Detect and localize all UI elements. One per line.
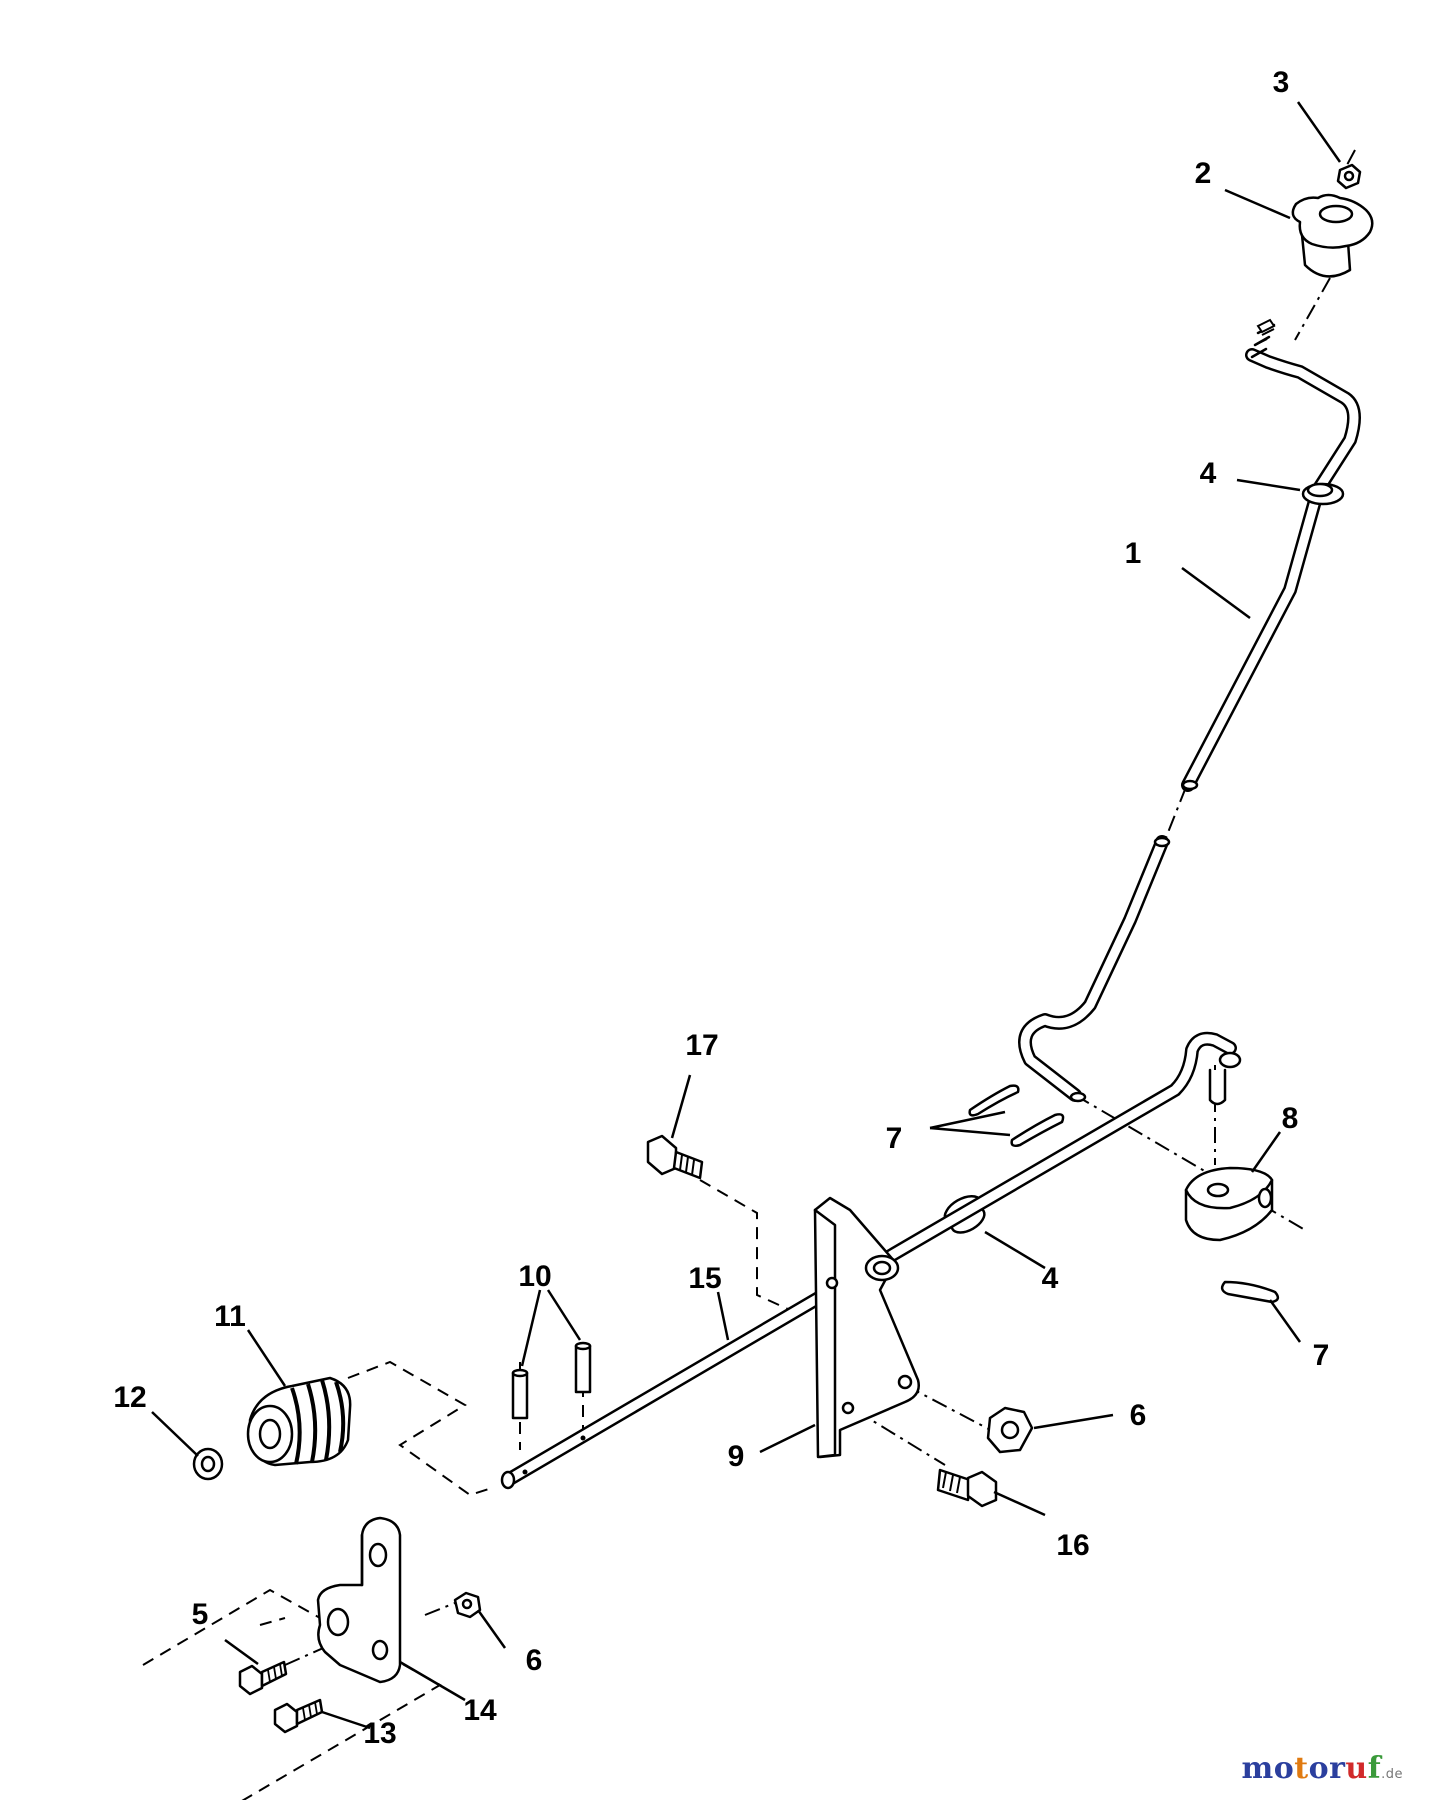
callout-4-lower: 4: [1042, 1262, 1059, 1295]
cotter-pins-part-7-upper: [968, 1084, 1065, 1148]
watermark-letter: u: [1345, 1751, 1368, 1786]
locknut-part-6-left: [453, 1591, 482, 1619]
assembly-lines: [142, 149, 1356, 1800]
callout-8: 8: [1282, 1102, 1299, 1135]
locknut-part-6-right: [986, 1406, 1034, 1454]
callout-6-left: 6: [526, 1644, 543, 1677]
watermark-letter: f: [1367, 1751, 1382, 1786]
callout-16: 16: [1056, 1529, 1089, 1562]
watermark-suffix: .de: [1381, 1767, 1403, 1782]
site-watermark-logo: motoruf.de: [1241, 1751, 1403, 1786]
callout-2: 2: [1195, 157, 1212, 190]
callout-7-upper: 7: [886, 1122, 903, 1155]
watermark-letter: m: [1241, 1751, 1274, 1786]
nut-part-3: [1336, 163, 1362, 190]
bolt-part-5: [238, 1660, 288, 1696]
callout-11: 11: [214, 1300, 246, 1333]
callout-15: 15: [688, 1262, 721, 1295]
callout-4-upper: 4: [1200, 457, 1217, 490]
leader-lines: [151, 101, 1342, 1730]
cotter-pin-part-7-lower: [1220, 1280, 1280, 1304]
callout-1: 1: [1125, 537, 1142, 570]
bracket-part-9: [813, 1196, 920, 1459]
washer-part-12: [192, 1447, 224, 1481]
callout-17: 17: [685, 1029, 718, 1062]
roll-pins-part-10: [511, 1341, 592, 1420]
knob-part-2: [1291, 193, 1374, 278]
callout-9: 9: [728, 1440, 745, 1473]
collar-part-8: [1184, 1166, 1274, 1242]
callout-7-lower: 7: [1313, 1339, 1330, 1372]
watermark-letter: o: [1273, 1751, 1295, 1786]
callout-14: 14: [463, 1694, 497, 1727]
callout-3: 3: [1273, 66, 1290, 99]
bolt-part-16: [936, 1468, 998, 1508]
bolt-part-13: [273, 1698, 324, 1734]
callout-labels: 1 2 3 4 4 5 6 6 7 7 8 9 10 11 12 13 14 1…: [113, 66, 1329, 1750]
watermark-text: motoruf: [1241, 1751, 1381, 1786]
callout-13: 13: [363, 1717, 396, 1750]
shaft-part-15: [500, 1031, 1242, 1490]
grommet-part-4-upper: [1301, 482, 1345, 506]
spring-part-11: [246, 1376, 352, 1467]
bolt-part-17: [646, 1134, 704, 1180]
watermark-letter: r: [1329, 1751, 1346, 1786]
callout-5: 5: [192, 1598, 209, 1631]
watermark-letter: o: [1308, 1751, 1330, 1786]
callout-6-right: 6: [1130, 1399, 1147, 1432]
callout-12: 12: [113, 1381, 146, 1414]
watermark-letter: t: [1294, 1751, 1309, 1786]
plate-part-14: [316, 1516, 402, 1684]
callout-10: 10: [518, 1260, 551, 1293]
upper-rod-part-1: [1018, 318, 1361, 1103]
